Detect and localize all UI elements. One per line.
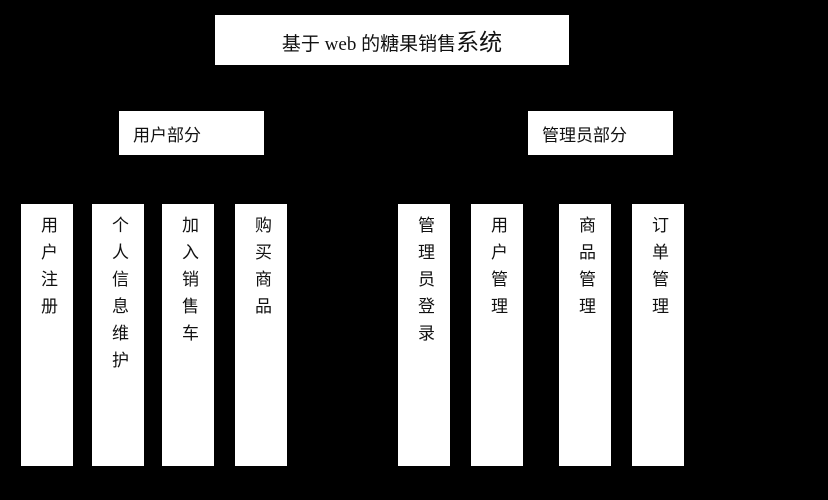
diagram-title-box: 基于 web 的糖果销售系统 <box>215 15 569 65</box>
module-box-purchase-goods: 购买商品 <box>235 204 287 466</box>
section-label-admin-text: 管理员部分 <box>542 125 627 145</box>
section-label-admin: 管理员部分 <box>528 111 673 155</box>
section-label-user: 用户部分 <box>119 111 264 155</box>
module-box-product-management: 商品管理 <box>559 204 611 466</box>
diagram-title-prefix: 基于 web 的糖果销售 <box>281 34 457 55</box>
diagram-title-text: 基于 web 的糖果销售系统 <box>282 23 502 57</box>
module-box-admin-login: 管理员登录 <box>398 204 450 466</box>
module-box-order-management: 订单管理 <box>632 204 684 466</box>
section-label-user-text: 用户部分 <box>133 125 201 145</box>
module-box-user-register: 用户注册 <box>21 204 73 466</box>
module-box-add-to-cart: 加入销售车 <box>162 204 214 466</box>
module-box-user-management: 用户管理 <box>471 204 523 466</box>
diagram-title-suffix: 系统 <box>456 29 503 55</box>
module-box-profile-maintain: 个人信息维护 <box>92 204 144 466</box>
